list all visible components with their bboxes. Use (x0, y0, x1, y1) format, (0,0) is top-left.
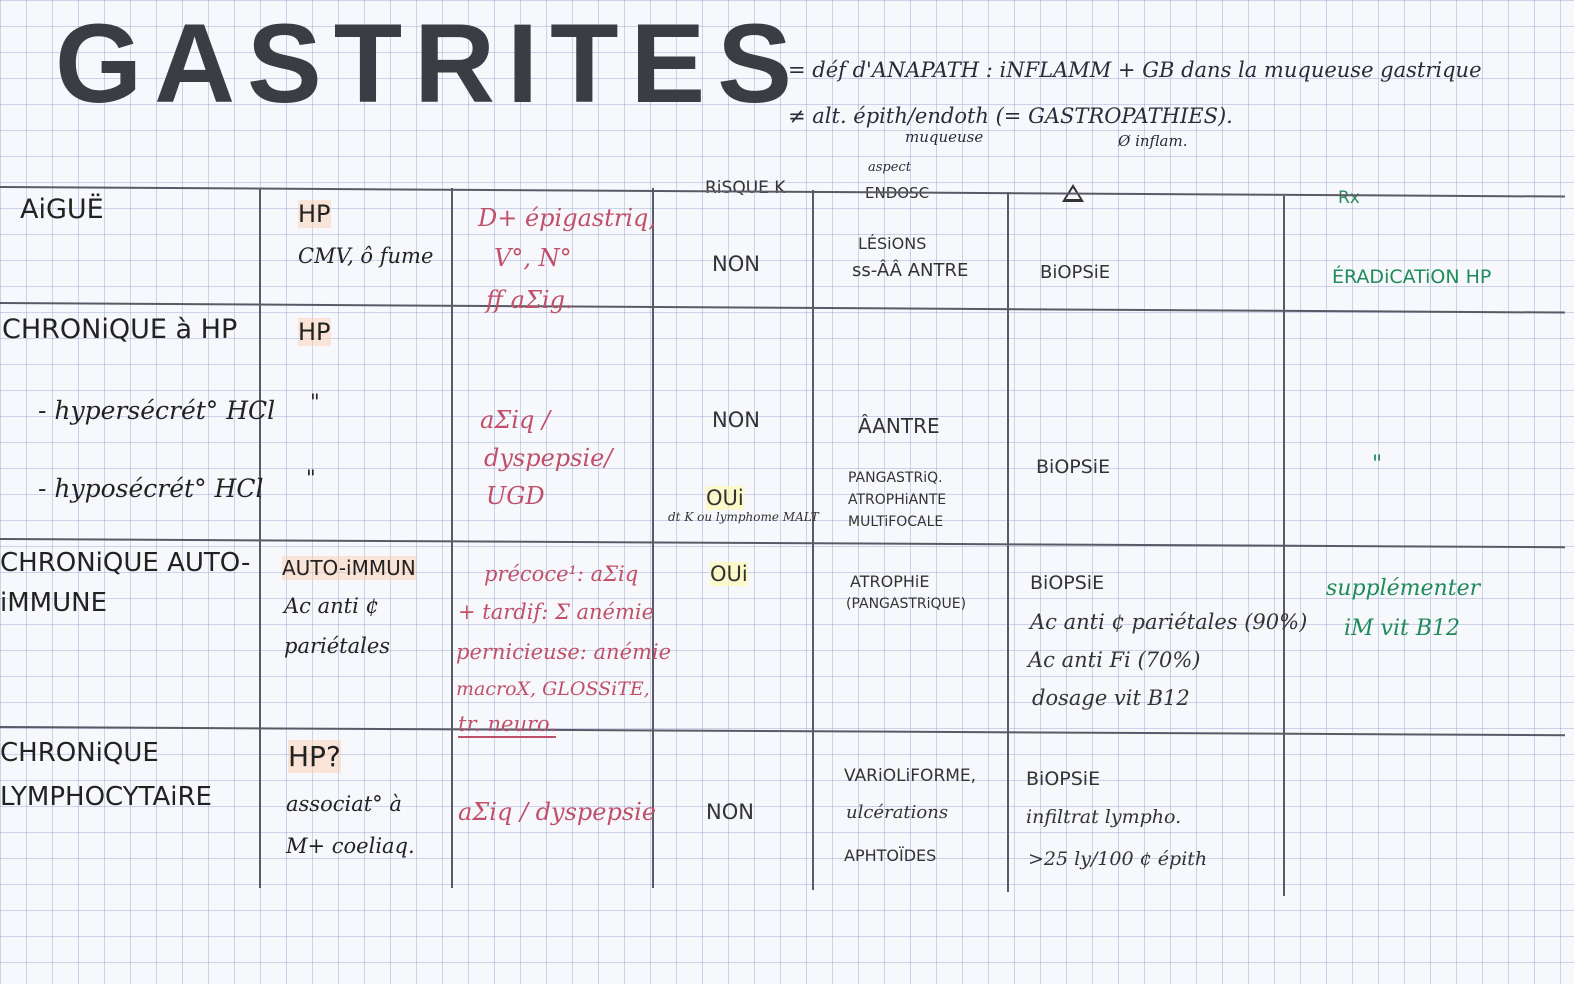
definition-line-1: = déf d'ANAPATH : iNFLAMM + GB dans la m… (788, 58, 1482, 82)
autoimmune-diag-3: Ac anti Fi (70%) (1028, 648, 1201, 672)
lymphocytic-symptoms: aΣiq / dyspepsie (458, 798, 657, 826)
chronic-hp-symptom-2: dyspepsie/ (484, 444, 613, 472)
lymphocytic-cause-3: M+ coeliaq. (286, 834, 415, 858)
row-label-autoimmune-2: iMMUNE (0, 588, 107, 618)
autoimmune-diag-4: dosage vit B12 (1032, 686, 1190, 710)
acute-diagnosis: BiOPSiE (1040, 262, 1111, 283)
chronic-hp-endo-line-3: MULTiFOCALE (848, 514, 944, 530)
chronic-hp-diagnosis: BiOPSiE (1036, 456, 1111, 478)
chronic-hp-endo-line-1: PANGASTRiQ. (848, 470, 943, 486)
row-label-autoimmune-1: CHRONiQUE AUTO- (0, 548, 251, 578)
acute-cause-hp: HP (298, 200, 331, 228)
column-divider-5 (1007, 192, 1009, 892)
row-label-lymphocytic-2: LYMPHOCYTAiRE (0, 782, 212, 812)
row-divider-3 (0, 726, 1565, 737)
acute-cause-cmv: CMV, ô fume (298, 244, 434, 268)
definition-note-mucosa: muqueuse (905, 128, 984, 146)
column-divider-4 (812, 190, 814, 890)
row-label-lymphocytic-1: CHRONiQUE (0, 738, 159, 768)
autoimmune-endo-2: (PANGASTRiQUE) (846, 596, 967, 612)
definition-line-2: ≠ alt. épith/endoth (= GASTROPATHIES). (788, 104, 1233, 128)
row-label-chronic-hp: CHRONiQUE à HP (2, 314, 238, 345)
chronic-hp-risk-hyper: NON (712, 408, 760, 432)
column-divider-2 (451, 188, 453, 888)
autoimmune-diag-2: Ac anti ¢ pariétales (90%) (1030, 610, 1308, 634)
acute-risk: NON (712, 252, 760, 276)
chronic-hp-hyposecretion: - hyposécrét° HCl (38, 474, 264, 503)
autoimmune-cause-2: Ac anti ¢ (284, 594, 379, 618)
lymphocytic-endo-1: VARiOLiFORME, (844, 766, 977, 786)
lymphocytic-diag-3: >25 ly/100 ¢ épith (1028, 848, 1208, 870)
chronic-hp-symptom-1: aΣiq / (480, 406, 551, 434)
chronic-hp-risk-note: dt K ou lymphome MALT (668, 510, 819, 524)
autoimmune-symptom-5: tr. neuro. (458, 712, 556, 738)
chronic-hp-treatment-ditto: " (1372, 452, 1383, 477)
lymphocytic-diag-2: infiltrat lympho. (1026, 806, 1182, 828)
chronic-hp-hypersecretion: - hypersécrét° HCl (38, 396, 276, 425)
acute-endo-1: LÉSiONS (858, 234, 927, 253)
chronic-hp-cause: HP (298, 318, 331, 346)
chronic-hp-endo-antre: ÂANTRE (858, 414, 940, 438)
acute-treatment: ÉRADiCATiON HP (1332, 266, 1492, 288)
row-divider-1 (0, 302, 1565, 314)
autoimmune-risk: OUi (710, 562, 748, 586)
definition-note-no-inflam: Ø inflam. (1118, 132, 1188, 150)
autoimmune-symptom-3: pernicieuse: anémie (456, 640, 672, 664)
chronic-hp-symptom-3: UGD (486, 482, 545, 510)
chronic-hp-risk-hypo: OUi (706, 486, 744, 510)
acute-symptom-3: ff aΣig. (486, 286, 573, 314)
autoimmune-diag-1: BiOPSiE (1030, 572, 1105, 594)
acute-symptom-1: D+ épigastriq, (478, 204, 656, 232)
column-divider-1 (259, 188, 261, 888)
lymphocytic-risk: NON (706, 800, 754, 824)
lymphocytic-diag-1: BiOPSiE (1026, 768, 1101, 790)
acute-symptom-2: V°, N° (494, 244, 572, 272)
acute-endo-2: ss-ÂÂ ANTRE (852, 260, 969, 281)
autoimmune-symptom-4: macroX, GLOSSiTE, (456, 678, 650, 700)
column-divider-6 (1283, 196, 1285, 896)
lymphocytic-endo-3: APHTOÏDES (844, 846, 937, 865)
column-divider-3 (652, 188, 654, 888)
header-treatment: Rx (1338, 188, 1360, 208)
row-divider-2 (0, 538, 1565, 549)
chronic-hp-ditto-2: " (306, 466, 316, 490)
autoimmune-treatment-2: iM vit B12 (1344, 616, 1461, 641)
autoimmune-treatment-1: supplémenter (1326, 576, 1481, 601)
chronic-hp-ditto-1: " (310, 390, 320, 414)
lymphocytic-cause-2: associat° à (286, 792, 402, 816)
lymphocytic-cause-1: HP? (288, 740, 341, 773)
autoimmune-endo-1: ATROPHiE (850, 572, 930, 591)
autoimmune-symptom-1: précoce¹: aΣiq (484, 562, 639, 586)
autoimmune-symptom-2: + tardif: Σ anémie (458, 600, 655, 624)
header-endoscopy-note: aspect (868, 160, 911, 175)
header-cancer-risk: RiSQUE K (705, 178, 786, 198)
autoimmune-cause-3: pariétales (284, 634, 391, 658)
row-label-acute: AiGUË (20, 194, 104, 225)
page-title: GASTRITES (55, 1, 804, 126)
chronic-hp-endo-line-2: ATROPHiANTE (848, 492, 947, 508)
lymphocytic-endo-2: ulcérations (846, 802, 949, 823)
autoimmune-cause-1: AUTO-iMMUN (282, 556, 416, 580)
